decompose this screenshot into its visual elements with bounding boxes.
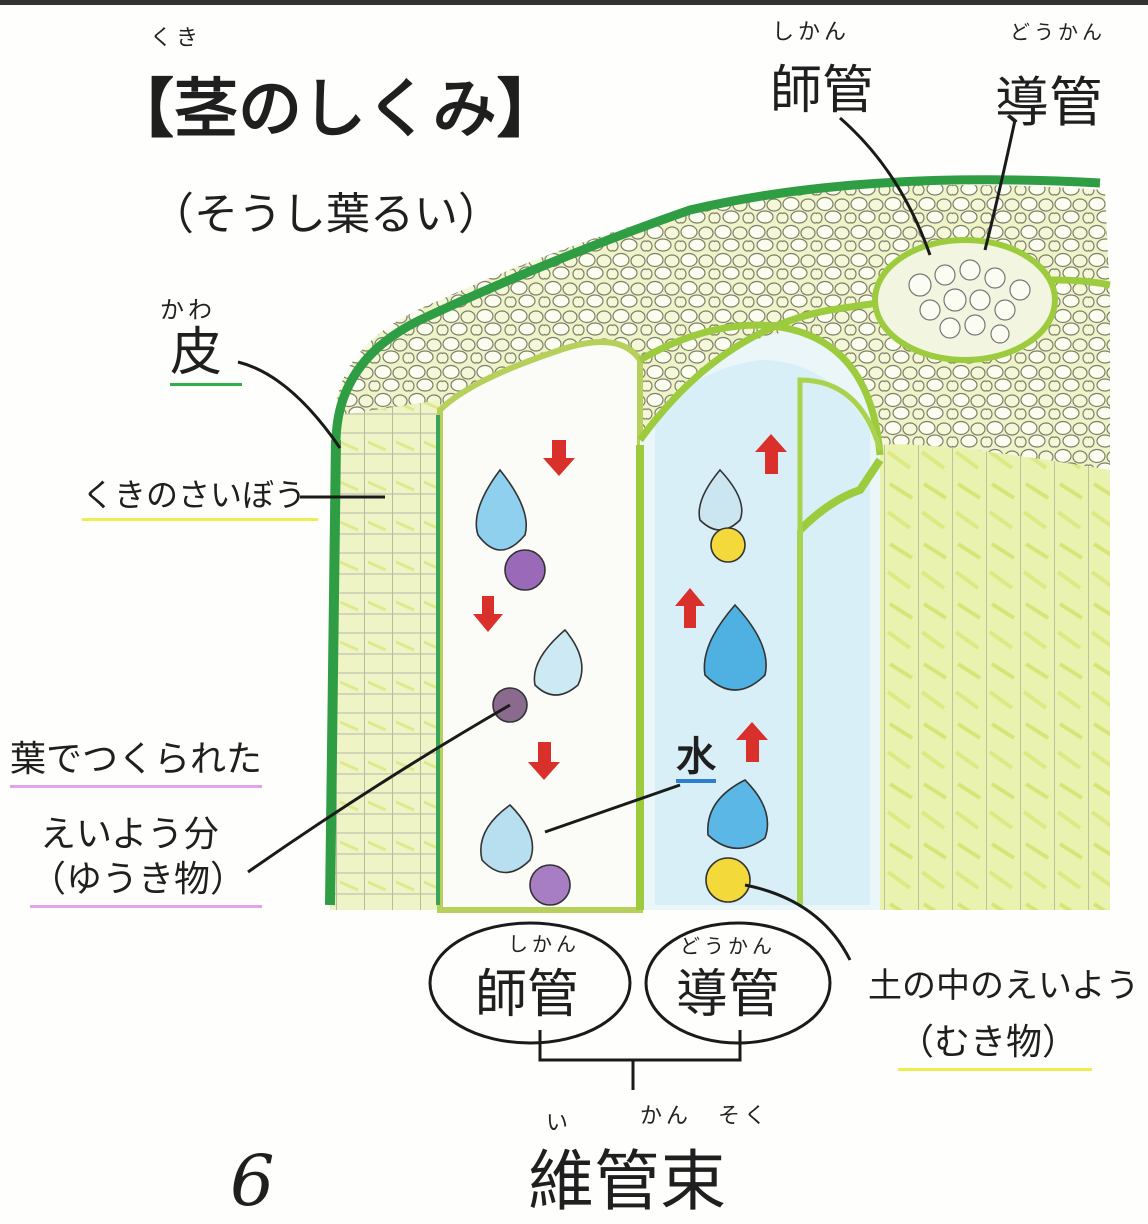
- leader-lines: [237, 116, 1017, 1090]
- bundle-ruby-3: そく: [718, 1104, 771, 1129]
- leader-top-xylem: [983, 119, 1017, 251]
- water-drop-xylem-3: [707, 779, 769, 850]
- page-subtitle: （そうし葉るい）: [150, 189, 502, 240]
- skin-ruby: かわ: [160, 296, 216, 324]
- phloem-arrows: [473, 440, 575, 780]
- inorganic-label-line1: 土の中のえいよう: [868, 966, 1140, 1006]
- bottom-phloem-label: 師管: [475, 965, 580, 1025]
- inorganic-dot-1: [710, 527, 746, 563]
- water-drops: [475, 468, 769, 874]
- top-phloem-label: 師管: [770, 61, 875, 121]
- bundle-ruby-1: い: [546, 1111, 573, 1136]
- right-stem-cells: [880, 444, 1110, 910]
- bottom-phloem-ruby: しかん: [508, 932, 580, 956]
- water-drop-phloem-1: [475, 468, 527, 551]
- top-xylem-label: 導管: [995, 71, 1103, 134]
- inorganic-label-line2: （むき物）: [898, 1018, 1093, 1071]
- arrow-up-3: [736, 722, 768, 762]
- phloem-tube: [437, 339, 643, 913]
- page-number: 6: [230, 1140, 275, 1222]
- title-ruby: くき: [150, 26, 203, 51]
- leader-top-phloem: [839, 116, 932, 256]
- stem-cell-label: くきのさいぼう: [82, 472, 319, 521]
- top-xylem-ruby: どうかん: [1010, 20, 1106, 44]
- bottom-xylem-label: 導管: [676, 965, 781, 1025]
- arrow-down-2: [473, 596, 503, 632]
- organic-dot-3: [529, 864, 571, 906]
- skin-outer: [331, 175, 1101, 441]
- leader-inorganic: [744, 883, 852, 961]
- bottom-xylem-ruby: どうかん: [680, 934, 776, 958]
- inorganic-nutrients: [705, 527, 751, 903]
- bundle-ruby-2: かん: [640, 1104, 693, 1129]
- top-border: [0, 0, 1148, 5]
- bottom-phloem-oval: [428, 921, 632, 1045]
- leader-water: [544, 783, 681, 834]
- inorganic-dot-2: [705, 857, 751, 903]
- water-label: 水: [676, 735, 716, 783]
- organic-label-line1: 葉でつくられた: [10, 735, 263, 788]
- leader-skin: [237, 360, 342, 449]
- xylem-arrows: [675, 434, 787, 762]
- skin-left: [325, 439, 341, 906]
- leaf-bundle-cells: [908, 259, 1031, 344]
- left-stem-cells: [330, 400, 440, 910]
- arrow-down-3: [528, 742, 560, 780]
- organic-label-line2: えいよう分: [40, 814, 220, 855]
- bottom-xylem-oval: [644, 921, 832, 1045]
- arrow-up-2: [675, 588, 705, 628]
- bundle-curve-3: [797, 377, 883, 530]
- organic-dot-1: [504, 549, 546, 591]
- bundle-bracket: [538, 1030, 742, 1090]
- water-drop-phloem-2: [533, 628, 583, 696]
- water-drop-xylem-2: [703, 603, 767, 691]
- leader-organic: [247, 703, 511, 874]
- xylem-wall-right: [797, 457, 884, 533]
- arrow-up-1: [755, 434, 787, 474]
- page-title: 【茎のしくみ】: [110, 73, 561, 147]
- top-phloem-ruby: しかん: [772, 20, 851, 45]
- water-drop-phloem-3: [480, 803, 534, 874]
- skin-label: 皮: [170, 325, 243, 386]
- arrow-down-1: [543, 440, 575, 476]
- vascular-bundle-label: 維管束: [528, 1143, 726, 1220]
- organic-label-line3: （ゆうき物）: [30, 855, 263, 908]
- bundle-curve-2: [638, 321, 884, 456]
